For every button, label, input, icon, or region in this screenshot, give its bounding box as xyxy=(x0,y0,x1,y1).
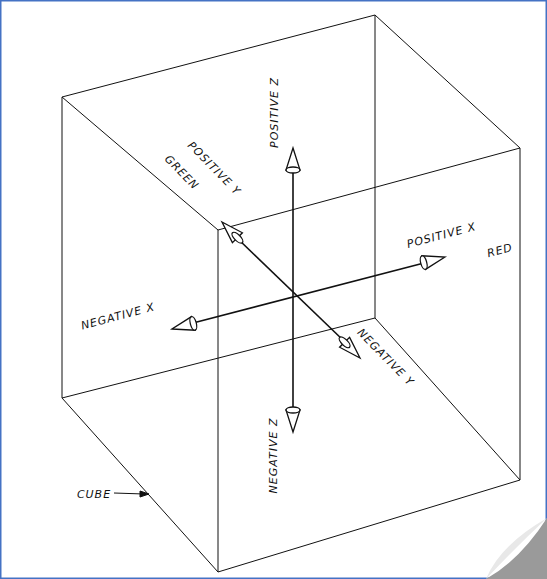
axis-label: NEGATIVE Z xyxy=(269,417,280,493)
axis-label: NEGATIVE X xyxy=(80,301,156,331)
color-label: RED xyxy=(486,241,514,258)
leader-line xyxy=(114,491,149,497)
axis-lines xyxy=(193,170,424,410)
page-curl xyxy=(486,518,547,579)
axis-arrowheads xyxy=(172,148,445,432)
axis-label: NEGATIVE Y xyxy=(356,326,416,387)
axis-label: POSITIVE Z xyxy=(269,77,280,148)
cube-edges xyxy=(62,15,520,572)
color-label: GREEN xyxy=(163,153,201,192)
axis-label: POSITIVE X xyxy=(405,221,476,250)
part-name: CUBE xyxy=(77,489,111,500)
